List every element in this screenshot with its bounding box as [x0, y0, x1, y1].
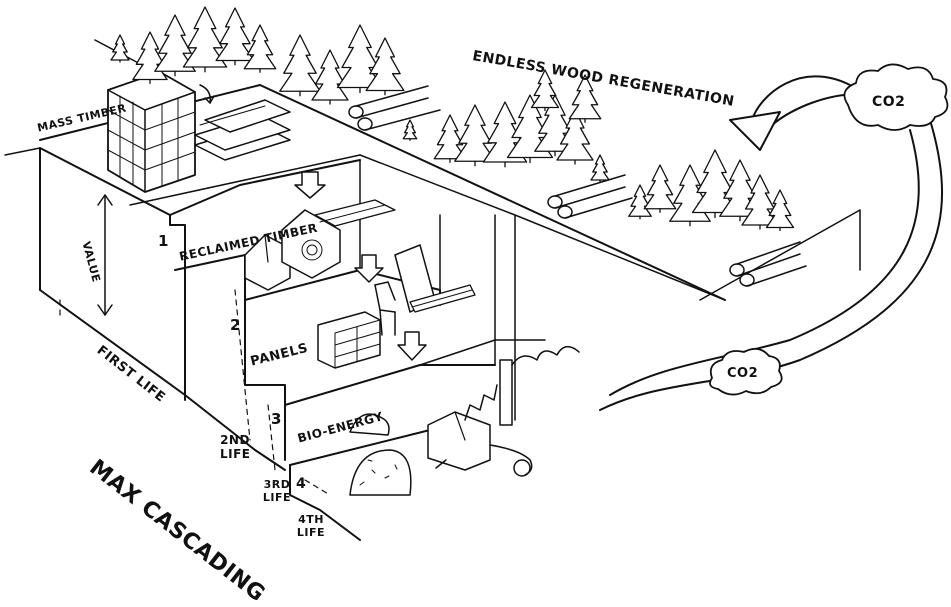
power-plant-icon — [428, 347, 579, 476]
tree-icon — [312, 50, 348, 100]
step-number-4: 4 — [296, 476, 306, 492]
timber-boards-icon — [195, 85, 290, 160]
second-life-label: 2ND LIFE — [220, 433, 250, 461]
value-arrow — [98, 195, 112, 315]
step-number-2: 2 — [230, 316, 241, 334]
co2-top-label: CO2 — [872, 94, 905, 110]
step-number-1: 1 — [158, 232, 169, 250]
tree-icon — [403, 120, 417, 139]
step-number-3: 3 — [271, 410, 282, 428]
tree-icon — [111, 35, 129, 60]
dresser-icon — [318, 312, 380, 368]
tree-icon — [629, 185, 652, 216]
third-life-label: 3RD LIFE — [262, 478, 292, 504]
mass-timber-building-icon — [108, 72, 195, 192]
fourth-life-label: 4TH LIFE — [296, 513, 326, 539]
tree-icon — [591, 155, 609, 180]
cascading-diagram: ENDLESS WOOD REGENERATION MASS TIMBER RE… — [0, 0, 951, 586]
co2-bottom-label: CO2 — [727, 366, 758, 381]
tree-icon — [644, 165, 676, 209]
panel-board-icon — [395, 245, 475, 312]
tree-icon — [280, 35, 321, 91]
tree-icon — [244, 25, 276, 69]
tree-icon — [133, 32, 167, 80]
